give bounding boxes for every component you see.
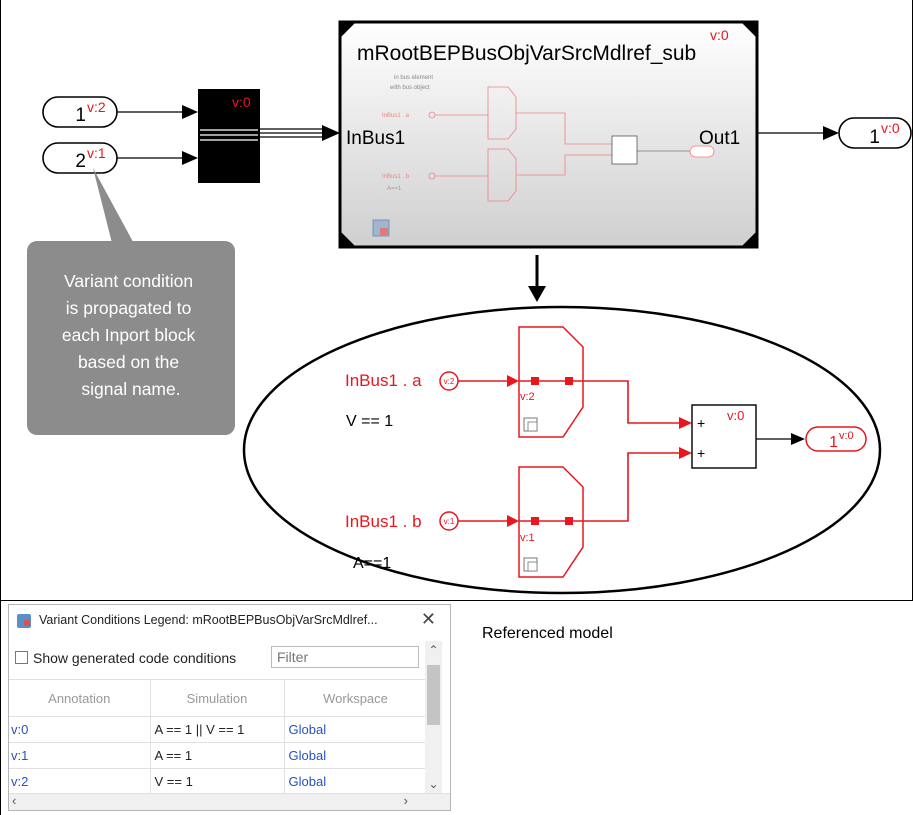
model-reference-annotation: v:0 [710,27,729,43]
simulink-app-icon [17,614,31,628]
referenced-outport-badge: v:0 [839,430,854,442]
source-block-2[interactable]: 2 v:1 [42,142,118,174]
workspace-cell[interactable]: Global [284,716,428,743]
referenced-model-ellipse [242,305,882,595]
referenced-cond-a: V == 1 [346,413,393,430]
show-generated-code-checkbox[interactable] [15,651,28,664]
source-1-value: 1 [75,105,86,126]
thumbnail-note-line-1: in bus element [394,75,433,81]
table-row[interactable]: v:1 A == 1 Global [9,742,428,769]
referenced-signal-a-label: InBus1 . a [345,371,422,390]
table-row[interactable]: v:2 V == 1 Global [9,768,428,795]
arrow-head-sum-out [791,433,805,445]
outport-value: 1 [869,127,880,148]
callout-line-2: is propagated to [66,298,192,318]
arrow-head-source-1 [182,105,198,119]
bus-creator-block[interactable]: v:0 [198,89,260,183]
referenced-outport-value: 1 [829,434,838,451]
column-header-workspace[interactable]: Workspace [284,679,428,717]
referenced-inport-a-badge: v:2 [444,377,455,386]
scroll-down-icon[interactable]: ⌄ [428,777,439,791]
thumbnail-signal-b: InBus1 . b [382,174,410,180]
referenced-inport-b[interactable]: v:1 [439,511,459,531]
workspace-cell[interactable]: Global [284,742,428,769]
arrow-head-ref-b [507,515,519,527]
outport-annotation: v:0 [881,120,900,136]
sum-annotation: v:0 [727,408,744,423]
legend-table-header: Annotation Simulation Workspace [9,679,428,717]
sum-block[interactable]: + + v:0 [691,404,757,469]
legend-table: Annotation Simulation Workspace v:0 A ==… [9,679,428,795]
thumbnail-signal-a: InBus1 . a [382,113,410,119]
arrow-head-a-to-sum [679,417,692,429]
variant-source-block-b[interactable]: v:1 [518,466,584,578]
scroll-up-icon[interactable]: ⌃ [428,643,439,657]
model-reference-block[interactable] [338,20,759,249]
model-reference-thumbnail: in bus element with bus object InBus1 . … [372,75,715,237]
callout-line-5: signal name. [81,379,180,399]
callout-bubble: Variant condition is propagated to each … [27,168,235,435]
horizontal-scrollbar[interactable]: ‹ › [9,793,450,810]
annotation-cell[interactable]: v:1 [9,742,151,769]
variant-source-block-a[interactable]: v:2 [518,326,584,438]
source-2-annotation: v:1 [87,145,106,161]
signal-line-a-to-sum [583,380,681,424]
variant-source-b-badge: v:1 [520,532,535,544]
scroll-right-icon[interactable]: › [403,793,408,808]
bus-creator-annotation: v:0 [232,94,251,110]
callout-line-3: each Inport block [62,325,196,345]
bus-signal-line [260,125,340,141]
outport-block[interactable]: 1 v:0 [838,117,912,149]
referenced-inport-b-badge: v:1 [444,517,455,526]
source-block-1[interactable]: 1 v:2 [42,96,118,128]
scroll-thumb[interactable] [427,665,440,725]
column-header-annotation[interactable]: Annotation [9,679,151,717]
model-reference-outport-label: Out1 [699,128,740,149]
simulation-cell: V == 1 [150,768,285,795]
close-icon[interactable]: ✕ [420,609,436,629]
legend-title-bar: Variant Conditions Legend: mRootBEPBusOb… [9,605,450,637]
filter-input[interactable] [271,646,419,668]
simulation-cell: A == 1 || V == 1 [150,716,285,743]
referenced-signal-b-label: InBus1 . b [345,512,422,531]
thumbnail-cond-b: A==1 [387,186,402,192]
legend-toolbar: Show generated code conditions [9,645,450,671]
referenced-cond-b: A==1 [353,555,391,572]
show-generated-code-label: Show generated code conditions [33,650,237,666]
referenced-model-caption: Referenced model [482,625,613,642]
signal-line-b-to-sum [583,452,681,522]
sum-plus-1: + [697,415,705,431]
variant-source-a-badge: v:2 [520,391,535,403]
callout-line-1: Variant condition [64,271,193,291]
vertical-scrollbar[interactable]: ⌃ ⌄ [425,641,442,793]
callout-line-4: based on the [78,352,179,372]
model-reference-inport-label: InBus1 [346,128,405,149]
arrow-head-b-to-sum [679,447,692,459]
down-arrow [528,255,546,302]
workspace-cell[interactable]: Global [284,768,428,795]
model-reference-title: mRootBEPBusObjVarSrcMdlref_sub [357,42,696,65]
simulation-cell: A == 1 [150,742,285,769]
annotation-cell[interactable]: v:0 [9,716,151,743]
scroll-left-icon[interactable]: ‹ [12,793,17,808]
source-1-annotation: v:2 [87,99,106,115]
annotation-cell[interactable]: v:2 [9,768,151,795]
referenced-inport-a[interactable]: v:2 [439,371,459,391]
svg-text:Variant condition is pro: Variant condition is propagated to each … [62,271,200,399]
arrow-head-ref-a [507,375,519,387]
sum-plus-2: + [697,445,705,461]
legend-title: Variant Conditions Legend: mRootBEPBusOb… [39,613,378,627]
table-row[interactable]: v:0 A == 1 || V == 1 Global [9,716,428,743]
source-2-value: 2 [75,151,86,172]
thumbnail-note-line-2: with bus object [389,85,430,91]
referenced-outport[interactable]: 1 v:0 [805,426,867,452]
variant-legend-window: Variant Conditions Legend: mRootBEPBusOb… [8,604,451,811]
arrow-head-output [823,126,839,140]
column-header-simulation[interactable]: Simulation [150,679,285,717]
arrow-head-source-2 [182,151,198,165]
